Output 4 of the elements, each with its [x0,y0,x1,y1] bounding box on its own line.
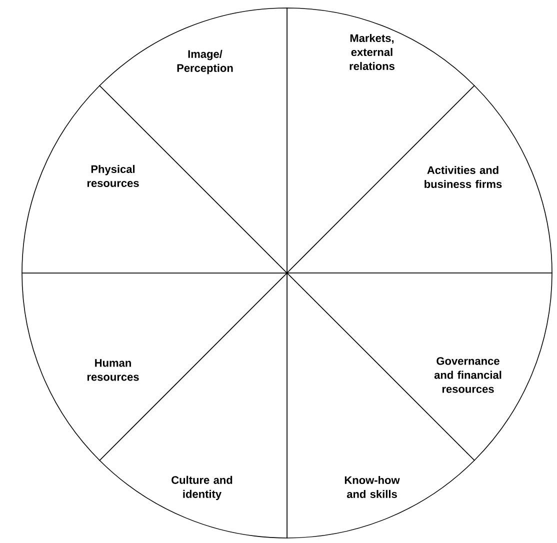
sector: Physical resources [22,85,288,274]
sector: Human resources [22,272,288,461]
sector: Activities and business firms [286,85,552,274]
sector: Governance and financial resources [286,272,552,461]
